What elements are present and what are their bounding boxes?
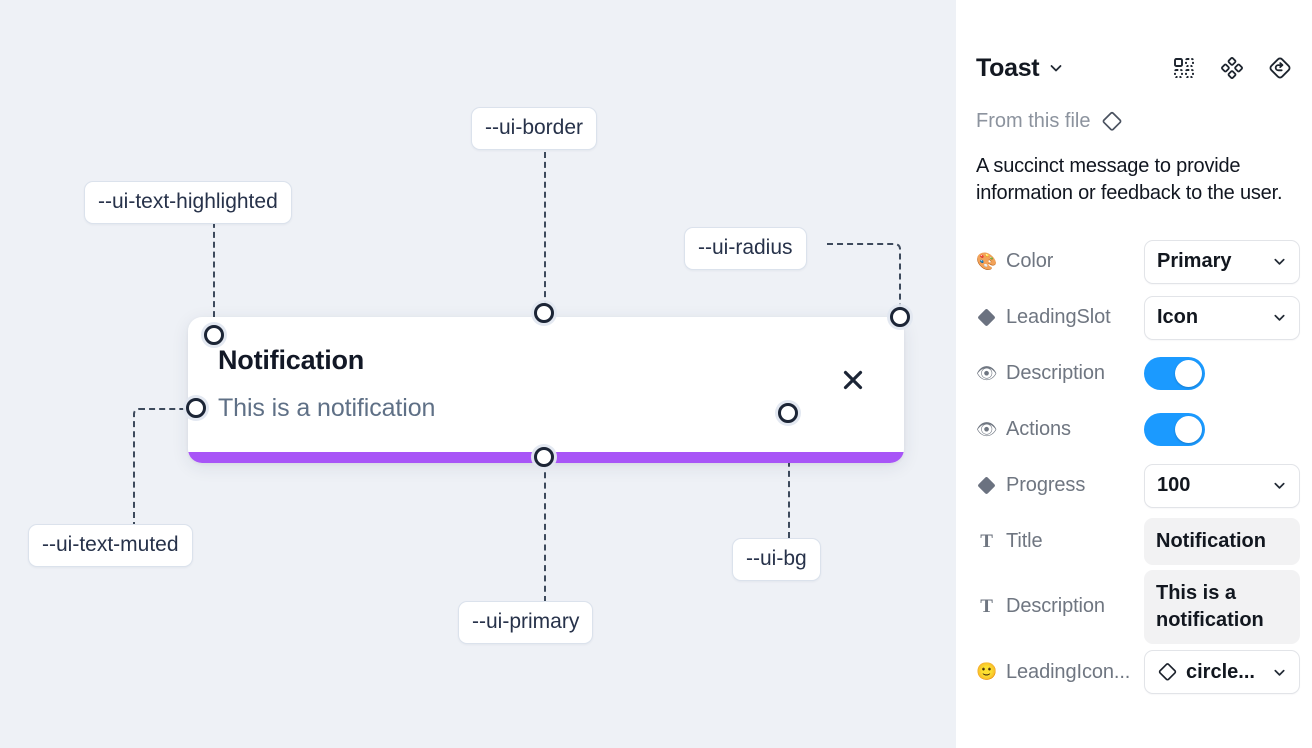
description-toggle[interactable] <box>1144 357 1205 391</box>
leadingslot-select[interactable]: Icon <box>1144 295 1300 340</box>
chevron-down-icon <box>1272 665 1287 680</box>
property-label-description: 👁 Description <box>975 362 1105 385</box>
property-row-description-text: T Description This is a notification <box>976 569 1300 645</box>
token-pill-ui-primary[interactable]: --ui-primary <box>458 601 594 644</box>
property-label-color: 🎨 Color <box>975 250 1054 273</box>
from-this-file-label: From this file <box>976 110 1091 132</box>
chevron-down-icon[interactable] <box>1048 60 1064 76</box>
chevron-down-icon <box>1272 478 1287 493</box>
properties-panel: Toast <box>956 0 1312 748</box>
eye-icon: 👁 <box>975 363 998 383</box>
reset-instance-icon[interactable] <box>1268 56 1292 80</box>
property-label-leadingicon: 🙂 LeadingIcon... <box>975 660 1131 683</box>
token-pill-ui-radius[interactable]: --ui-radius <box>684 227 807 270</box>
anchor-handle-radius[interactable] <box>890 307 910 327</box>
chevron-down-icon <box>1272 254 1287 269</box>
connector-ui-border <box>544 142 546 307</box>
anchor-handle-text-highlighted[interactable] <box>204 325 224 345</box>
actions-toggle[interactable] <box>1144 413 1205 447</box>
property-row-color: 🎨 Color Primary <box>975 234 1300 290</box>
connector-ui-text-muted <box>133 408 195 526</box>
property-row-description-toggle: 👁 Description <box>976 346 1292 402</box>
property-row-title: T Title Notification <box>976 514 1300 570</box>
leadingicon-select[interactable]: circle... <box>1144 650 1300 695</box>
leadingicon-select-value: circle... <box>1186 660 1255 683</box>
connector-ui-text-highlighted <box>213 212 215 327</box>
property-label-title: T Title <box>976 530 1144 553</box>
property-label-description-text: T Description <box>976 595 1144 618</box>
component-grid-icon[interactable] <box>1172 56 1196 80</box>
design-canvas[interactable]: Notification This is a notification --ui… <box>0 0 956 748</box>
eye-icon: 👁 <box>975 419 998 439</box>
title-input[interactable]: Notification <box>1144 518 1300 566</box>
property-row-progress: Progress 100 <box>976 458 1300 514</box>
token-pill-ui-border[interactable]: --ui-border <box>471 107 598 150</box>
property-row-actions-toggle: 👁 Actions <box>976 402 1292 458</box>
panel-header: Toast <box>976 40 1292 96</box>
panel-header-icons <box>1172 56 1292 80</box>
property-label-actions: 👁 Actions <box>975 418 1071 441</box>
connector-ui-radius <box>827 243 901 313</box>
property-label-leadingslot: LeadingSlot <box>976 306 1144 329</box>
anchor-handle-text-muted[interactable] <box>186 398 206 418</box>
leadingslot-select-value: Icon <box>1157 306 1199 329</box>
palette-icon: 🎨 <box>975 251 998 271</box>
progress-select[interactable]: 100 <box>1144 463 1300 508</box>
property-row-leadingslot: LeadingSlot Icon <box>976 290 1300 346</box>
smiley-icon: 🙂 <box>975 662 998 682</box>
text-icon: T <box>980 530 993 552</box>
property-row-leadingicon: 🙂 LeadingIcon... circle... <box>975 644 1300 700</box>
from-this-file-row: From this file <box>976 110 1292 133</box>
component-description: A succinct message to provide informatio… <box>976 155 1283 205</box>
text-icon: T <box>980 595 993 617</box>
toast-title: Notification <box>218 345 365 375</box>
token-pill-ui-bg[interactable]: --ui-bg <box>732 538 821 581</box>
toast-close-button[interactable] <box>838 365 868 395</box>
property-label-progress: Progress <box>976 474 1144 497</box>
anchor-handle-border[interactable] <box>534 303 554 323</box>
toast-description: This is a notification <box>218 394 436 422</box>
token-pill-ui-text-muted[interactable]: --ui-text-muted <box>28 524 193 567</box>
description-input[interactable]: This is a notification <box>1144 569 1300 645</box>
toast-component[interactable]: Notification This is a notification <box>188 317 904 463</box>
diamond-icon <box>976 475 997 496</box>
anchor-handle-bg[interactable] <box>778 403 798 423</box>
property-list: 🎨 Color Primary LeadingSlot <box>975 234 1300 700</box>
color-select-value: Primary <box>1157 250 1232 273</box>
diamond-icon <box>976 307 997 328</box>
variants-diamond-icon[interactable] <box>1220 56 1244 80</box>
diamond-outline-icon <box>1101 111 1123 133</box>
anchor-handle-primary[interactable] <box>534 447 554 467</box>
progress-select-value: 100 <box>1157 474 1191 497</box>
diamond-outline-icon <box>1157 662 1178 683</box>
connector-ui-primary <box>544 462 546 602</box>
panel-title: Toast <box>976 53 1040 82</box>
color-select[interactable]: Primary <box>1144 239 1300 284</box>
token-pill-ui-text-highlighted[interactable]: --ui-text-highlighted <box>84 181 292 224</box>
close-icon <box>843 370 863 390</box>
chevron-down-icon <box>1272 310 1287 325</box>
